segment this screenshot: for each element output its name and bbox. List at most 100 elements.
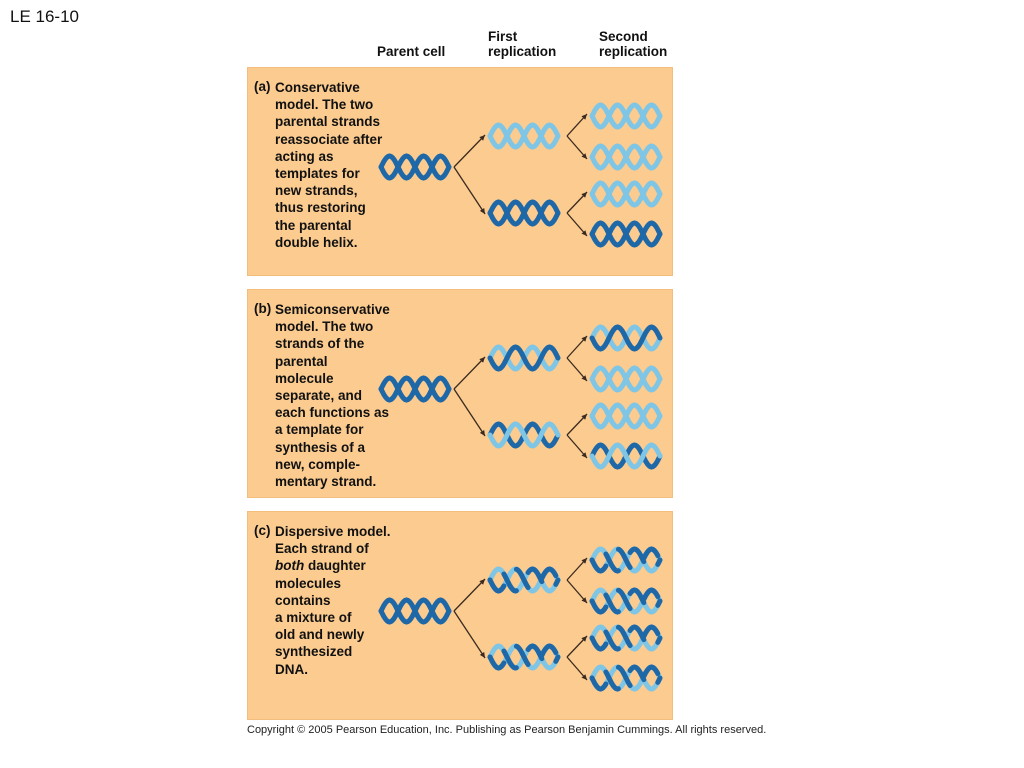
description-line: synthesis of a — [275, 439, 366, 455]
second-replication-helix — [589, 143, 663, 171]
arrowhead — [479, 208, 485, 214]
arrow-to-second-replication — [566, 656, 588, 681]
arrow-to-first-replication — [453, 578, 486, 612]
first-replication-helix — [487, 421, 561, 449]
helix-strand-old-segment — [589, 664, 663, 692]
second-replication-helix — [589, 624, 663, 652]
helix-strand-old-segment — [487, 566, 561, 594]
helix-strand-old — [378, 375, 452, 403]
arrow-to-first-replication — [453, 134, 486, 168]
second-replication-helix — [589, 220, 663, 248]
panel-letter: (c) — [254, 523, 271, 538]
header-first-line-1: First — [488, 29, 518, 44]
description-line: molecule — [275, 370, 334, 386]
helix-strand-old — [589, 220, 663, 248]
panel-description: Dispersive model. Each strand of both da… — [275, 523, 391, 678]
arrow-line — [453, 388, 486, 437]
helix-strand-new — [589, 402, 663, 430]
helix-strand-old — [487, 344, 561, 372]
arrowhead — [479, 579, 485, 585]
description-line: strands of the — [275, 336, 365, 352]
header-first-line-2: replication — [488, 44, 557, 59]
second-replication-helix — [589, 664, 663, 692]
header-second-replication: Second replication — [599, 29, 667, 59]
slide-label: LE 16-10 — [10, 7, 79, 26]
header-second-line-1: Second — [599, 29, 648, 44]
arrowhead — [581, 114, 587, 120]
arrowhead — [479, 652, 485, 658]
description-line: reassociate after — [275, 131, 383, 147]
helix-strand-new — [589, 143, 663, 171]
description-line: new strands, — [275, 183, 358, 199]
arrowhead — [581, 230, 587, 236]
arrow-to-second-replication — [566, 335, 588, 359]
description-line: both daughter — [275, 557, 391, 574]
description-line: model. The two — [275, 97, 374, 113]
arrow-line — [453, 134, 486, 168]
second-replication-helix — [589, 365, 663, 393]
helix-strand-old — [378, 597, 452, 625]
arrow-to-second-replication — [566, 579, 588, 604]
arrow-to-second-replication — [566, 557, 588, 581]
first-replication-helix — [487, 643, 561, 671]
description-line: templates for — [275, 166, 360, 182]
arrow-to-second-replication — [566, 212, 588, 237]
arrowhead — [581, 375, 587, 381]
arrow-to-second-replication — [566, 113, 588, 137]
second-replication-helix — [589, 442, 663, 470]
helix-strand-new — [589, 365, 663, 393]
arrowhead — [581, 597, 587, 603]
arrow-to-second-replication — [566, 191, 588, 214]
description-line-rest: daughter — [304, 558, 366, 574]
description-line: each functions as — [275, 405, 390, 421]
arrow-line — [453, 166, 486, 215]
helix-strand-new — [589, 102, 663, 130]
arrowhead — [581, 452, 587, 458]
panel-description: Conservative model. The two parental str… — [275, 79, 382, 251]
arrowhead — [581, 336, 587, 342]
arrow-to-second-replication — [566, 135, 588, 160]
arrow-to-second-replication — [566, 434, 588, 459]
second-replication-helix — [589, 402, 663, 430]
description-line: new, comple- — [275, 456, 361, 472]
description-line: thus restoring — [275, 200, 366, 216]
helix-strand-old-segment — [589, 624, 663, 652]
panel-description: Semiconservative model. The two strands … — [275, 301, 390, 490]
arrowhead — [581, 674, 587, 680]
description-line: the parental — [275, 217, 352, 233]
description-line: mentary strand. — [275, 474, 377, 490]
description-line: Dispersive model. — [275, 524, 391, 539]
helix-strand-old — [487, 199, 561, 227]
helix-strand-old-segment — [589, 546, 663, 574]
helix-strand-old — [589, 324, 663, 352]
copyright-notice: Copyright © 2005 Pearson Education, Inc.… — [247, 724, 767, 736]
first-replication-helix — [487, 122, 561, 150]
first-replication-helix — [487, 566, 561, 594]
description-line: parental — [275, 353, 328, 369]
first-replication-helix — [487, 199, 561, 227]
description-line: Conservative — [275, 80, 360, 95]
arrowhead — [581, 558, 587, 564]
arrow-line — [453, 578, 486, 612]
arrow-line — [453, 356, 486, 390]
header-second-line-2: replication — [599, 44, 668, 59]
header-parent-cell: Parent cell — [377, 44, 446, 59]
description-line: acting as — [275, 148, 334, 164]
emphasis-word: both — [275, 558, 305, 574]
arrowhead — [581, 153, 587, 159]
panel-dispersive: (c) Dispersive model. Each strand of bot… — [247, 511, 673, 720]
description-line: parental strands — [275, 114, 381, 130]
helix-strand-new — [589, 442, 663, 470]
second-replication-helix — [589, 587, 663, 615]
description-line: DNA. — [275, 661, 308, 677]
arrowhead — [479, 135, 485, 141]
description-line: double helix. — [275, 234, 358, 250]
description-line: a template for — [275, 422, 364, 438]
description-line: Each strand of — [275, 541, 369, 557]
parent-helix — [378, 375, 452, 403]
second-replication-helix — [589, 546, 663, 574]
description-line: model. The two — [275, 319, 374, 335]
helix-strand-new — [487, 421, 561, 449]
arrowhead — [479, 430, 485, 436]
arrowhead — [581, 414, 587, 420]
